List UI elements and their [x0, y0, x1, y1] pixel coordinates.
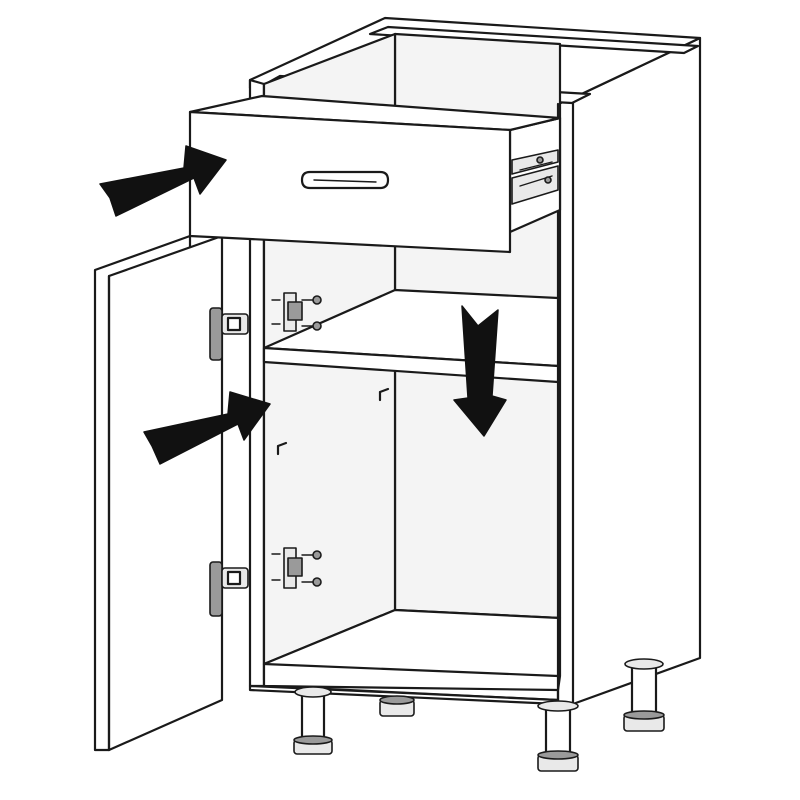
leg-front-right: [537, 700, 579, 772]
shelf-support-icon: [276, 441, 288, 456]
screw-icon: [312, 577, 322, 587]
door-hinge-upper: [209, 307, 249, 361]
right-side-panel: [556, 36, 702, 706]
legs: [293, 658, 665, 772]
door-inner-face: [107, 234, 224, 752]
door-hinge-lower: [209, 561, 249, 617]
assembly-arrows: [99, 145, 507, 465]
drawer-runner: [511, 149, 559, 205]
cabinet-door[interactable]: [93, 234, 252, 752]
door-arrow-icon: [143, 391, 271, 465]
screw-icon: [312, 321, 322, 331]
shelf-arrow-icon: [453, 305, 507, 437]
leg-front-left: [293, 686, 333, 755]
leg-back-left: [379, 695, 415, 717]
hinge-icon: [209, 307, 223, 361]
hinge-plate-lower: [271, 547, 322, 589]
hinge-plate-upper: [271, 292, 322, 332]
leg-back-right: [623, 658, 665, 732]
shelf-support-icon: [378, 387, 390, 402]
hinge-icon: [209, 561, 223, 617]
screw-icon: [312, 550, 322, 560]
drawer-handle[interactable]: [300, 170, 390, 190]
drawer-arrow-icon: [99, 145, 227, 217]
drawer[interactable]: [188, 94, 562, 254]
top-stretcher-back: [368, 25, 700, 55]
shelf-supports: [276, 387, 390, 456]
screw-icon: [312, 295, 322, 305]
drawer-front: [188, 110, 512, 254]
